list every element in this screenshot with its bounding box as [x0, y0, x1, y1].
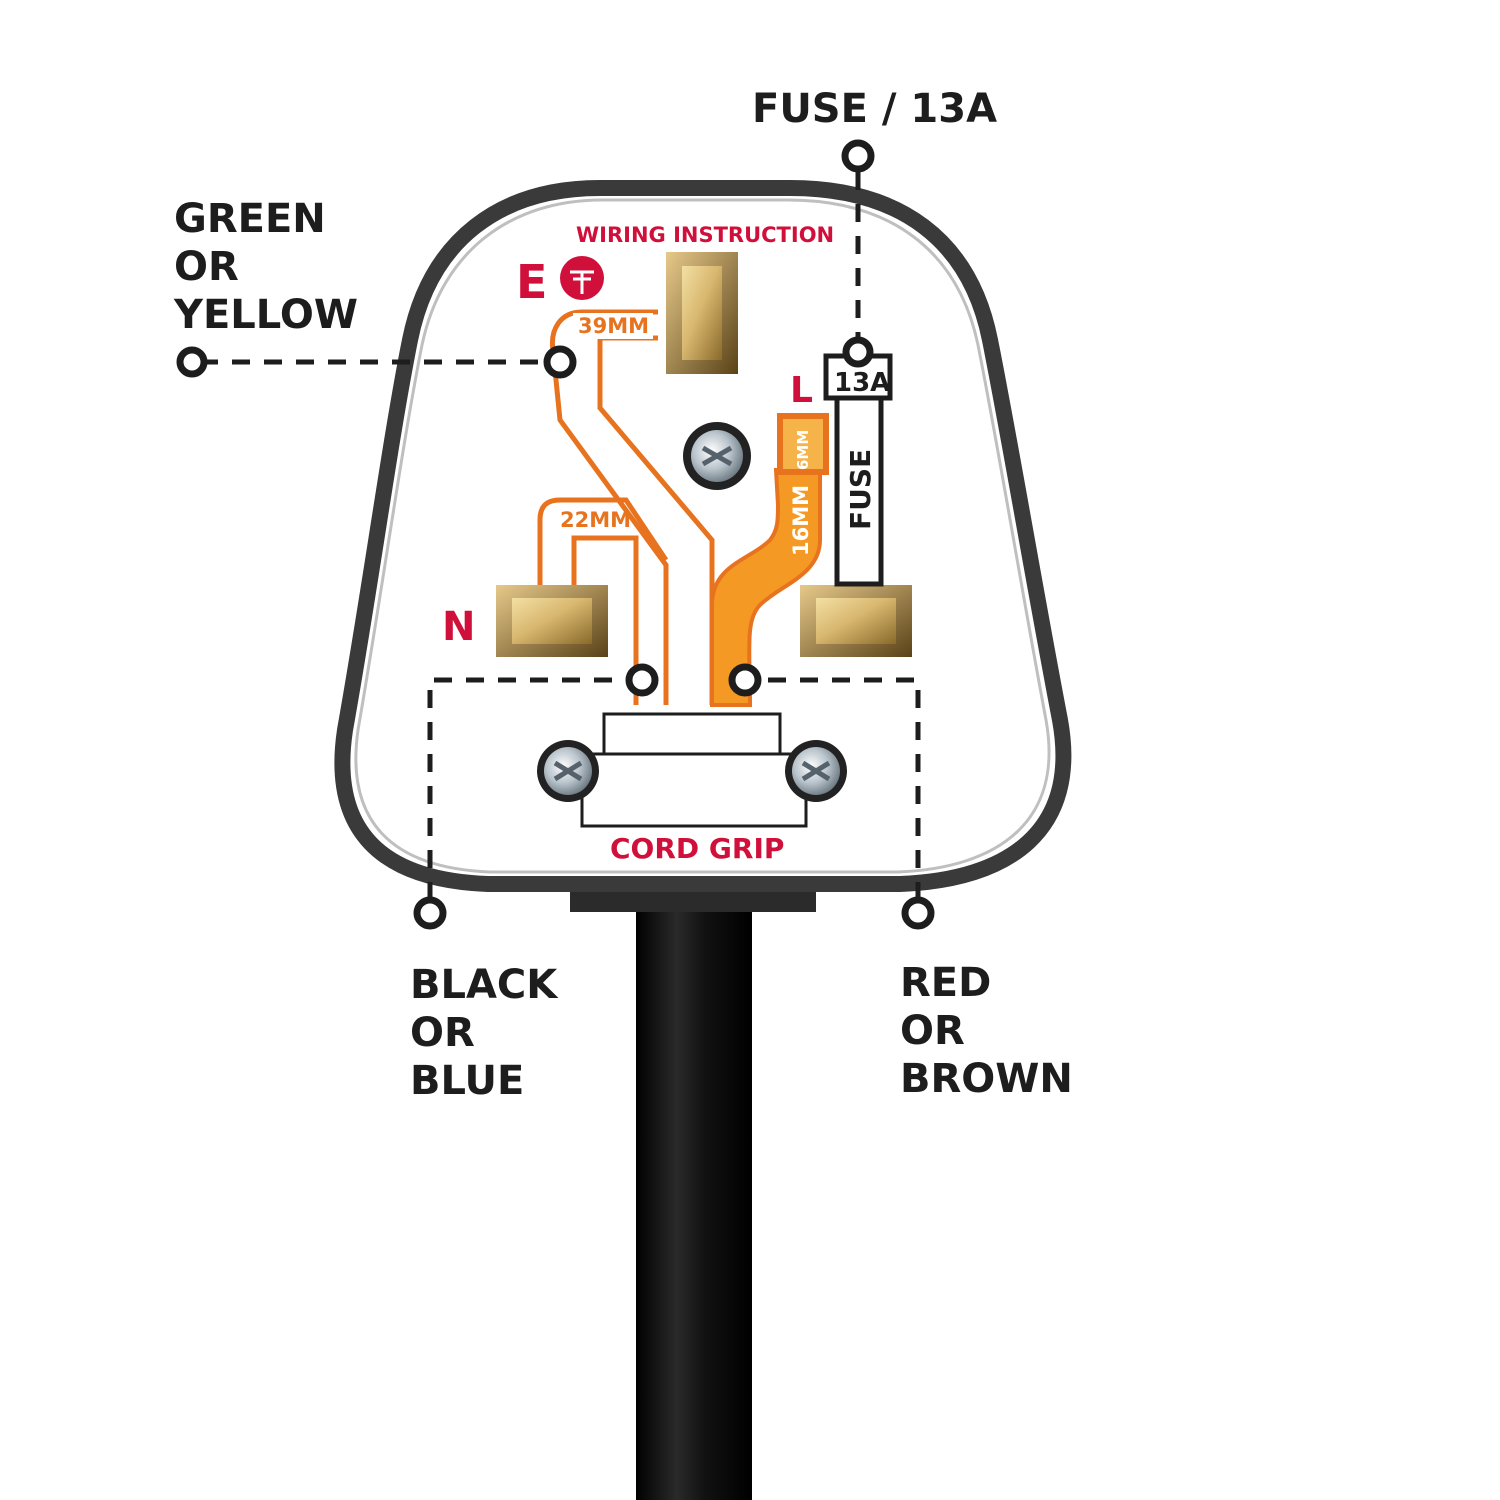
live-wire	[710, 468, 822, 707]
power-cable	[636, 900, 752, 1500]
neutral-terminal-letter: N	[442, 604, 475, 650]
fuse-rating-label: FUSE / 13A	[752, 86, 997, 132]
fuse-rating: 13A	[834, 368, 890, 398]
cord-grip	[580, 712, 808, 828]
live-terminal-letter: L	[790, 370, 813, 411]
live-wire-label-line3: BROWN	[900, 1056, 1073, 1102]
live-strip-length: 16MM	[789, 485, 813, 556]
earth-wire-label-line2: OR	[174, 244, 239, 290]
earth-pin	[666, 252, 738, 374]
earth-length-box	[573, 313, 653, 339]
neutral-wire-label-line2: OR	[410, 1010, 475, 1056]
fuse	[823, 353, 893, 587]
fuse-label: FUSE	[844, 449, 877, 530]
neutral-wire-label-line1: BLACK	[410, 962, 559, 1008]
cord-grip-label: CORD GRIP	[610, 832, 784, 865]
neutral-strip-length: 22MM	[560, 508, 631, 532]
earth-wire-label-line1: GREEN	[174, 196, 326, 242]
neutral-wire	[537, 497, 669, 705]
cord-grip-screw-left	[537, 740, 599, 802]
live-pin	[800, 585, 912, 657]
center-screw	[683, 422, 751, 490]
neutral-pin	[496, 585, 608, 657]
live-exposed-length: 6MM	[794, 430, 812, 470]
earth-symbol-icon	[560, 256, 604, 300]
live-wire-label-line1: RED	[900, 960, 991, 1006]
earth-terminal-letter: E	[516, 255, 547, 309]
cord-grip-screw-right	[785, 740, 847, 802]
live-wire-label-line2: OR	[900, 1008, 965, 1054]
leader-lines	[200, 172, 921, 900]
connection-points	[176, 139, 935, 930]
earth-wire-label-line3: YELLOW	[173, 292, 358, 338]
plug-body-inner-line	[354, 198, 1051, 874]
live-strip-end	[777, 413, 829, 475]
wiring-instruction-title: WIRING INSTRUCTION	[576, 223, 834, 247]
earth-strip-length: 39MM	[578, 314, 649, 338]
neutral-wire-label-line3: BLUE	[410, 1058, 524, 1104]
